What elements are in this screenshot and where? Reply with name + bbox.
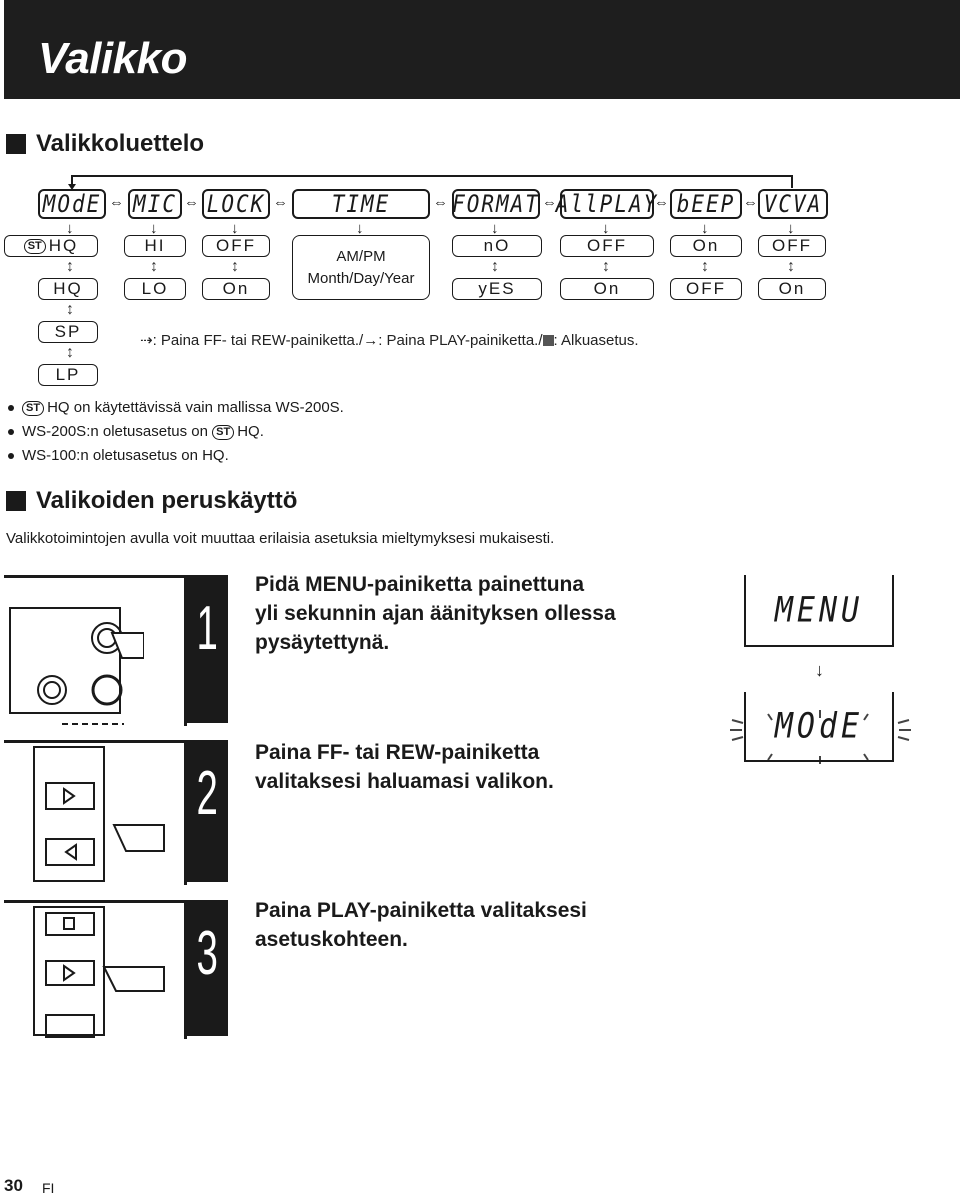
down-arrow-icon: ↓ bbox=[602, 220, 610, 237]
page-number: 30 bbox=[4, 1176, 23, 1195]
menu-item-lock: LOCK bbox=[202, 189, 270, 219]
double-arrow-icon: ⇔ bbox=[433, 194, 448, 211]
option-time-format: AM/PM Month/Day/Year bbox=[292, 235, 430, 300]
down-arrow-icon: ↓ bbox=[787, 220, 795, 237]
st-badge-icon: ST bbox=[23, 238, 46, 254]
option-allplay-on: On bbox=[560, 278, 654, 300]
up-down-arrow-icon: ↕ bbox=[231, 258, 239, 275]
down-arrow-icon: ↓ bbox=[491, 220, 499, 237]
option-beep-off: OFF bbox=[670, 278, 742, 300]
menu-item-mode: MOdE bbox=[38, 189, 106, 219]
down-arrow-icon: ↓ bbox=[231, 220, 239, 237]
lcd-display-mode-blink: MOdE bbox=[728, 692, 913, 772]
section-heading-text: Valikkoluettelo bbox=[36, 130, 205, 157]
down-arrow-icon: ↓ bbox=[150, 220, 158, 237]
up-down-arrow-icon: ↕ bbox=[150, 258, 158, 275]
option-mode-lp: LP bbox=[38, 364, 98, 386]
double-arrow-icon: ⇔ bbox=[184, 194, 199, 211]
step-1-illustration bbox=[4, 575, 147, 726]
blink-rays-icon bbox=[730, 710, 911, 764]
st-badge-icon: ST bbox=[212, 424, 235, 440]
down-arrow-icon: ↓ bbox=[701, 220, 709, 237]
section-heading-basic-use: Valikoiden peruskäyttö bbox=[6, 487, 297, 515]
title-bar bbox=[4, 0, 960, 99]
language-code: FI bbox=[42, 1180, 55, 1196]
step-3-illustration bbox=[4, 900, 187, 1039]
menu-item-vcva: VCVA bbox=[758, 189, 828, 219]
option-mic-lo: LO bbox=[124, 278, 186, 300]
lcd-display-menu: MENU bbox=[744, 575, 894, 647]
step-2-text: Paina FF- tai REW-painiketta valitaksesi… bbox=[255, 741, 554, 793]
play-button-illustration bbox=[33, 906, 165, 1038]
legend: ⇢: Paina FF- tai REW-painiketta./→: Pain… bbox=[140, 332, 639, 349]
menu-item-allplay: AllPLAY bbox=[555, 189, 659, 219]
list-item: WS-100:n oletusasetus on HQ. bbox=[6, 444, 344, 468]
page-title: Valikko bbox=[38, 34, 187, 83]
down-arrow-icon: ↓ bbox=[66, 220, 74, 237]
step-number-1: 1 bbox=[187, 575, 228, 723]
option-format-yes: yES bbox=[452, 278, 542, 300]
default-square-icon bbox=[542, 335, 554, 346]
description: Valikkotoimintojen avulla voit muuttaa e… bbox=[6, 530, 555, 547]
menu-item-format: FORMAT bbox=[452, 189, 540, 219]
loop-connector bbox=[68, 175, 793, 190]
option-mode-hq: HQ bbox=[38, 278, 98, 300]
up-down-arrow-icon: ↕ bbox=[66, 344, 74, 361]
ff-rew-button-illustration bbox=[33, 746, 165, 882]
option-beep-on: On bbox=[670, 235, 742, 257]
menu-item-beep: bEEP bbox=[670, 189, 742, 219]
section-heading-menu-list: Valikkoluettelo bbox=[6, 130, 204, 158]
option-lock-off: OFF bbox=[202, 235, 270, 257]
recorder-menu-button-illustration bbox=[9, 607, 144, 725]
double-arrow-icon: ⇔ bbox=[654, 194, 669, 211]
menu-item-mic: MIC bbox=[128, 189, 182, 219]
up-down-arrow-icon: ↕ bbox=[491, 258, 499, 275]
step-1-text: Pidä MENU-painiketta painettuna yli seku… bbox=[255, 573, 616, 654]
play-arrow-icon: → bbox=[363, 332, 379, 349]
double-arrow-icon: ⇔ bbox=[743, 194, 758, 211]
menu-tree: MOdE MIC LOCK TIME FORMAT AllPLAY bEEP V… bbox=[0, 170, 960, 390]
option-mode-sp: SP bbox=[38, 321, 98, 343]
step-3-text: Paina PLAY-painiketta valitaksesi asetus… bbox=[255, 899, 587, 951]
option-mic-hi: HI bbox=[124, 235, 186, 257]
heading-square-icon bbox=[6, 134, 26, 154]
up-down-arrow-icon: ↕ bbox=[66, 258, 74, 275]
ff-rew-arrow-icon: ⇢ bbox=[140, 332, 153, 349]
double-arrow-icon: ⇔ bbox=[109, 194, 124, 211]
step-1-side bbox=[144, 575, 187, 726]
option-format-no: nO bbox=[452, 235, 542, 257]
step-number-3: 3 bbox=[187, 900, 228, 1036]
heading-square-icon bbox=[6, 491, 26, 511]
up-down-arrow-icon: ↕ bbox=[66, 301, 74, 318]
down-arrow-icon: ↓ bbox=[356, 220, 364, 237]
section-heading-text: Valikoiden peruskäyttö bbox=[36, 487, 298, 514]
up-down-arrow-icon: ↕ bbox=[701, 258, 709, 275]
option-lock-on: On bbox=[202, 278, 270, 300]
up-down-arrow-icon: ↕ bbox=[602, 258, 610, 275]
step-number-2: 2 bbox=[187, 740, 228, 882]
double-arrow-icon: ⇔ bbox=[542, 194, 557, 211]
st-badge-icon: ST bbox=[22, 400, 45, 416]
double-arrow-icon: ⇔ bbox=[273, 194, 288, 211]
down-arrow-icon: ↓ bbox=[815, 660, 824, 680]
option-vcva-off: OFF bbox=[758, 235, 826, 257]
up-down-arrow-icon: ↕ bbox=[787, 258, 795, 275]
option-allplay-off: OFF bbox=[560, 235, 654, 257]
menu-item-time: TIME bbox=[292, 189, 430, 219]
option-vcva-on: On bbox=[758, 278, 826, 300]
lcd-display-mode: MOdE bbox=[744, 692, 894, 762]
step-2-illustration bbox=[4, 740, 187, 885]
